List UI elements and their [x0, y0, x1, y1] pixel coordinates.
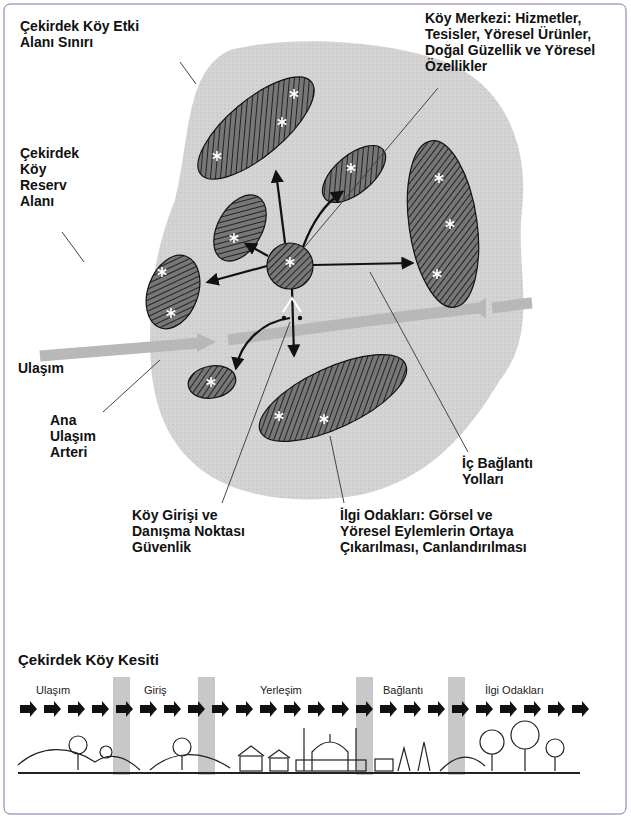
flow-arrow	[188, 701, 205, 717]
focus-label: İlgi Odakları: Görsel ve Yöresel Eylemle…	[340, 507, 540, 555]
interest-focus	[137, 60, 489, 459]
flow-arrow	[404, 701, 421, 717]
road-label: İç Bağlantı Yolları	[462, 455, 562, 487]
flow-arrow	[236, 701, 253, 717]
section-name: Yerleşim	[260, 682, 350, 698]
transport-band	[40, 343, 200, 356]
flow-arrow	[308, 701, 325, 717]
flow-arrow	[500, 701, 517, 717]
flow-arrow	[164, 701, 181, 717]
flow-arrow	[476, 701, 493, 717]
reserve-area-label: Çekirdek Köy Reserv Alanı	[20, 145, 95, 209]
section-title: Çekirdek Köy Kesiti	[18, 652, 268, 668]
internal-road	[208, 172, 412, 368]
flow-arrow	[68, 701, 85, 717]
section-landscape	[18, 721, 580, 773]
artery-label: Ana Ulaşım Arteri	[50, 412, 120, 460]
transport-label: Ulaşım	[18, 360, 98, 376]
section-name: Ulaşım	[36, 682, 106, 698]
flow-arrows	[20, 701, 589, 717]
flow-arrow	[428, 701, 445, 717]
flow-arrow	[20, 701, 37, 717]
area-boundary-label: Çekirdek Köy Etki Alanı Sınırı	[20, 18, 150, 50]
village-center	[267, 243, 313, 289]
impact-area	[150, 41, 523, 499]
section-divider	[113, 677, 465, 775]
leader-line	[62, 62, 468, 503]
entry-label: Köy Girişi ve Danışma Noktası Güvenlik	[132, 507, 262, 555]
center-label: Köy Merkezi: Hizmetler, Tesisler, Yörese…	[425, 10, 625, 74]
flow-arrow	[524, 701, 541, 717]
section-name: İlgi Odakları	[485, 682, 595, 698]
flow-arrow	[572, 701, 589, 717]
flow-arrow	[92, 701, 109, 717]
flow-arrow	[548, 701, 565, 717]
transport-band	[228, 308, 480, 340]
flow-arrow	[140, 701, 157, 717]
flow-arrow	[212, 701, 229, 717]
flow-arrow	[44, 701, 61, 717]
asterisk-marks	[158, 89, 455, 424]
flow-arrow	[452, 701, 469, 717]
flow-arrow	[332, 701, 349, 717]
flow-arrow	[356, 701, 373, 717]
flow-arrow	[284, 701, 301, 717]
flow-arrow	[260, 701, 277, 717]
section-name: Giriş	[144, 682, 194, 698]
flow-arrow	[116, 701, 133, 717]
flow-arrow	[380, 701, 397, 717]
section-name: Bağlantı	[383, 682, 445, 698]
